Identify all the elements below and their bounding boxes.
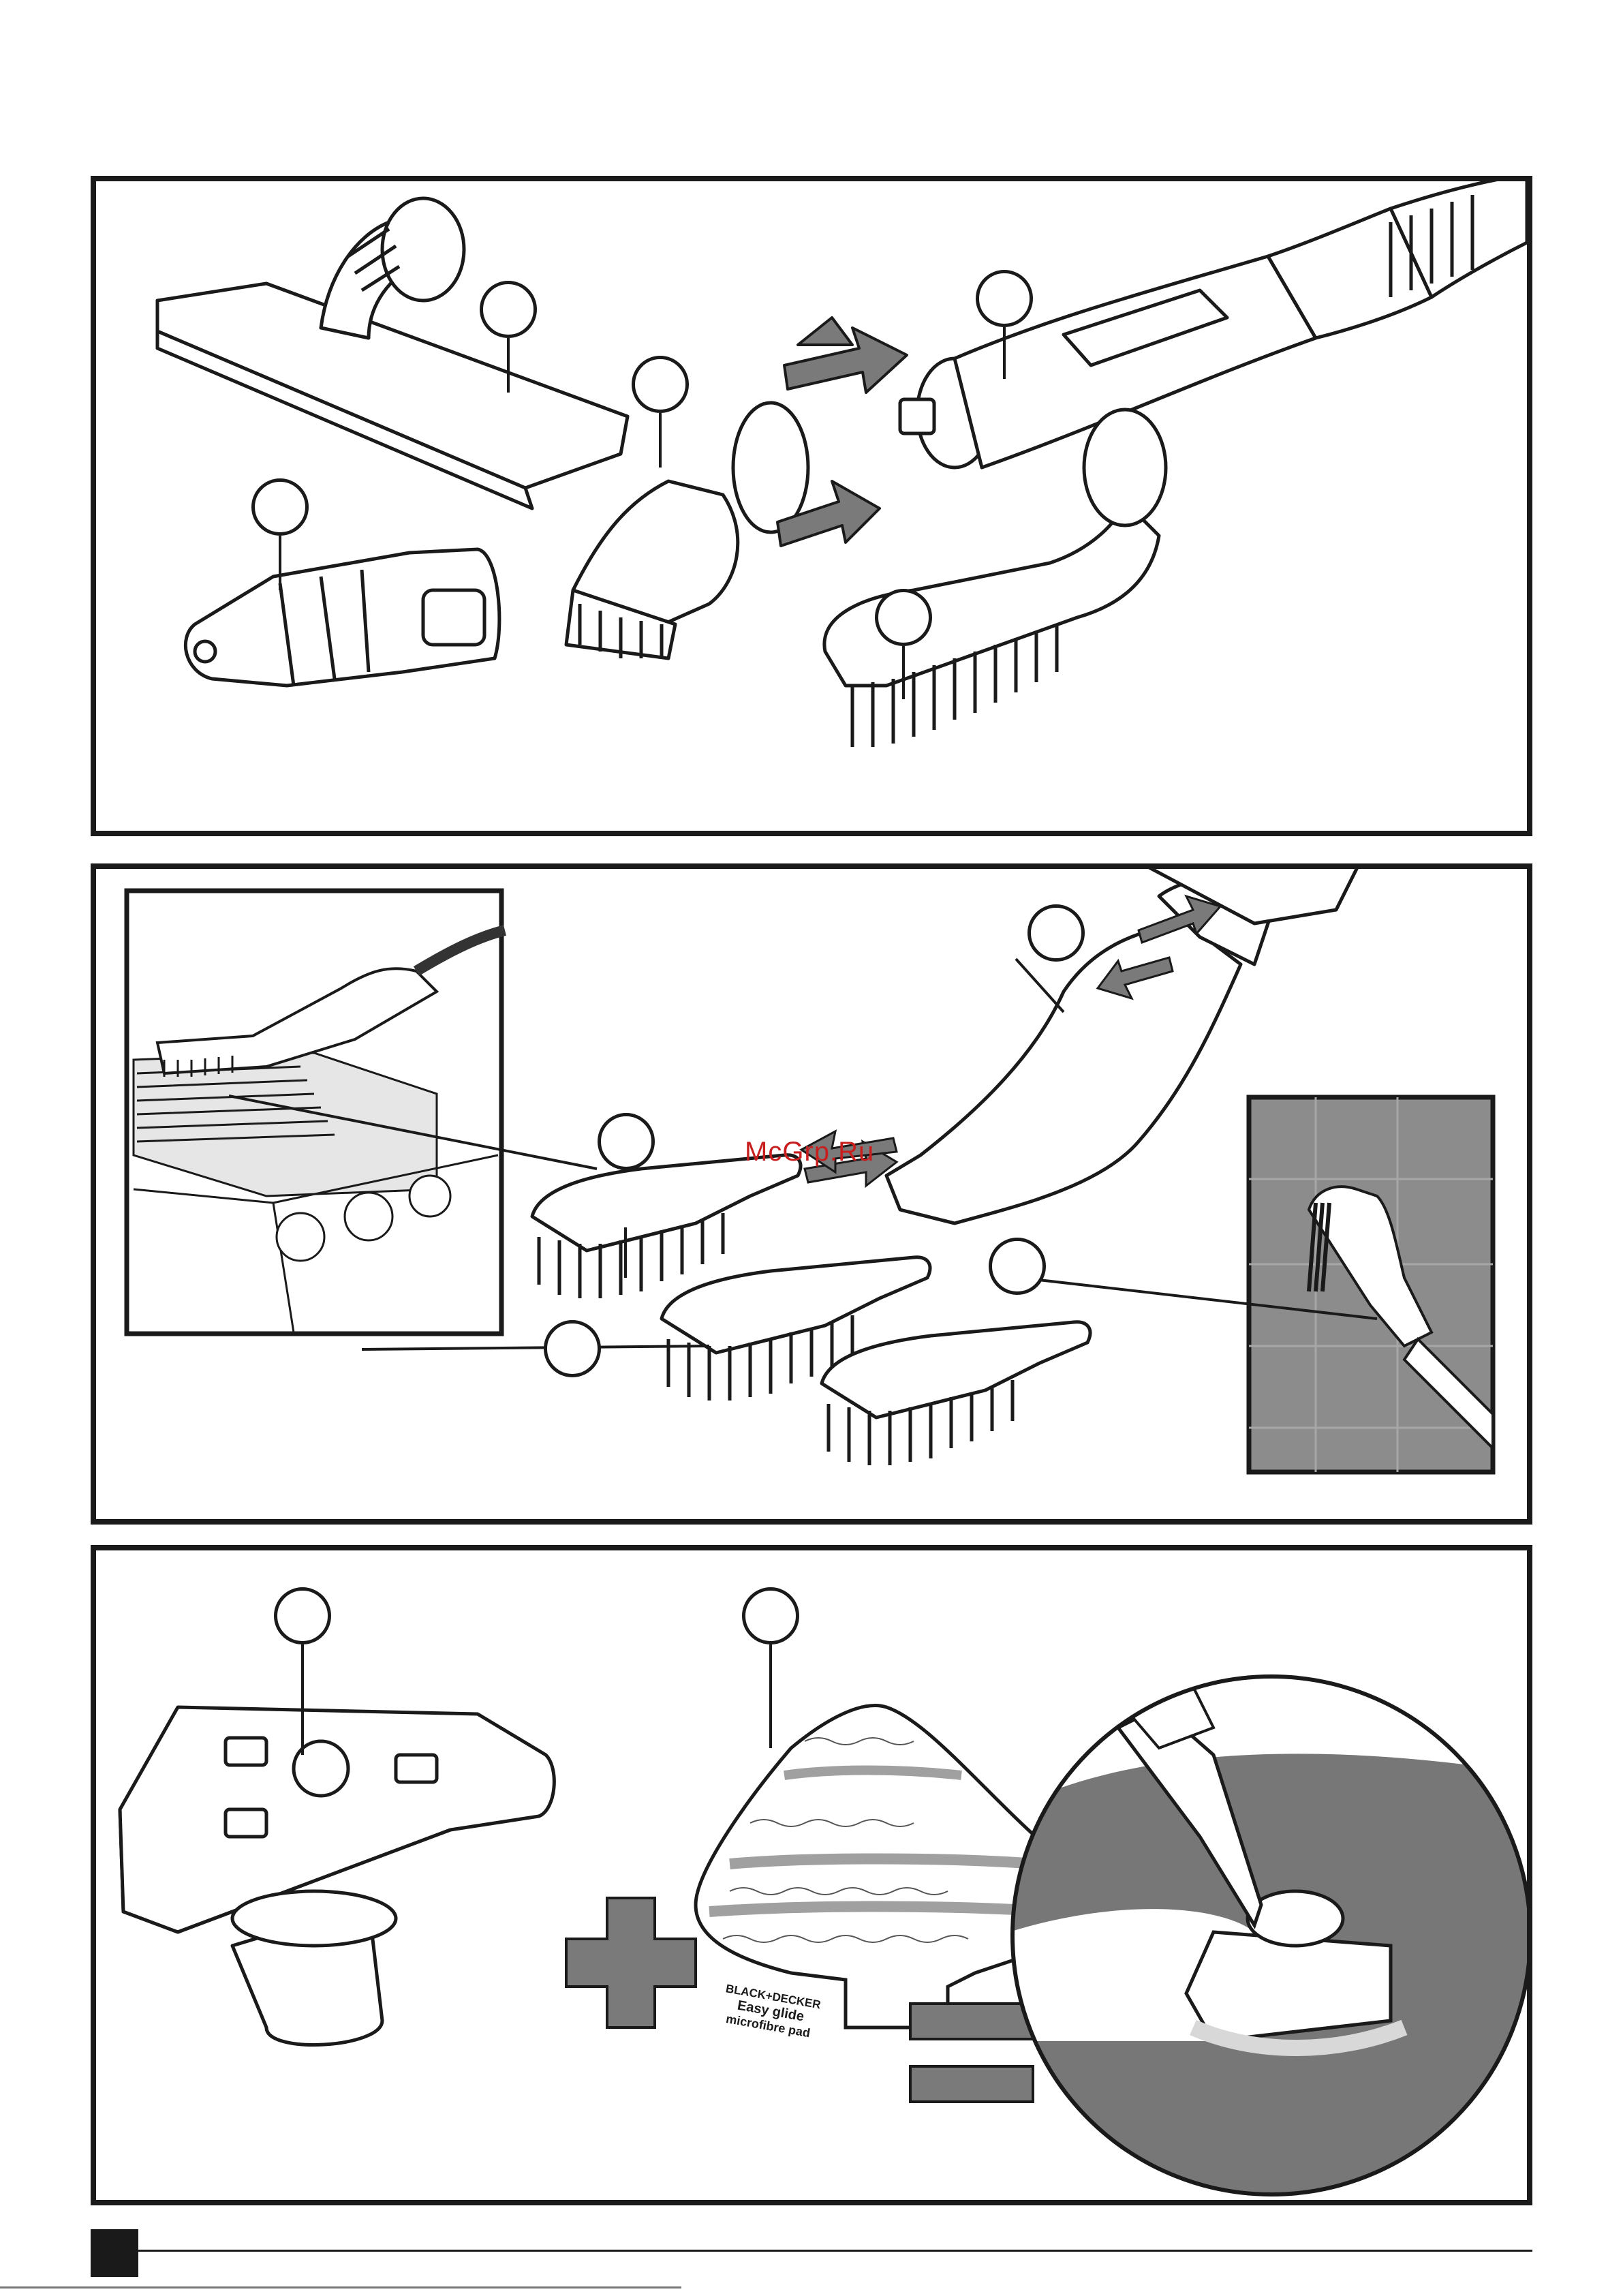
panel-microfibre-pad: BLACK+DECKER Easy glide microfibre pad [91,1545,1532,2205]
callout-circle-steam-nozzle [251,478,309,536]
callout-circle-handle [1027,904,1085,962]
callout-circle-brush-2 [544,1320,601,1377]
cleaning-scene-illustration [1009,1673,1527,2200]
bottom-strip [0,2286,681,2289]
panel-brushes [91,863,1532,1525]
callout-circle-window-squeegee [480,281,537,338]
callout-circle-brush-3 [989,1238,1046,1295]
panel-accessories [91,176,1532,836]
callout-circle-steam-handle [976,270,1033,327]
plus-sign-illustration [566,1898,696,2027]
callout-circle-detail-brush [875,589,932,646]
callout-circle-angled-brush [632,356,689,413]
tile-inset-illustration [1249,1097,1493,1472]
pad-holder-illustration [120,1707,554,2045]
panel-brushes-drawing [96,869,1527,1519]
callout-circle-pad-holder [274,1587,331,1644]
callout-circle-brush-1 [598,1113,655,1170]
microfibre-pad-illustration [696,1706,1060,2028]
watermark-text: McGrp.Ru [745,1137,874,1167]
window-squeegee-illustration [157,198,628,508]
panel-accessories-drawing [96,181,1527,831]
steam-nozzle-illustration [185,549,499,686]
callout-circle-microfibre-pad [742,1587,799,1644]
footer-rule [138,2250,1532,2252]
panel-microfibre-drawing [96,1550,1527,2200]
page-marker-block [91,2229,138,2277]
equals-bars-drawn [910,2004,1033,2102]
